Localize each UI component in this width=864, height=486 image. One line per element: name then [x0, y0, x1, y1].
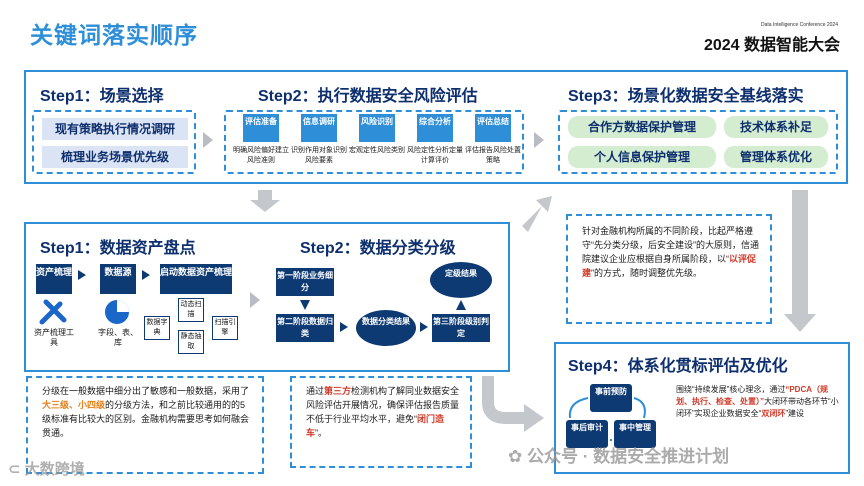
- note-mid: 通过第三方检测机构了解同业数据安全风险评估开展情况，确保评估报告质量不低于行业平…: [290, 376, 472, 468]
- phase-block: 综合分析 风险定性分析定量计算评价: [406, 114, 464, 170]
- arrow-right-icon: [250, 292, 260, 308]
- watermark-logo-icon: ⊂: [8, 461, 21, 478]
- middle-panel: [24, 222, 510, 372]
- top-step3-item: 管理体系优化: [724, 146, 828, 168]
- phase-block: 评估总结 评估报告风险处置策略: [464, 114, 522, 170]
- dynamic-scan-box: 动态扫描: [178, 298, 204, 322]
- note-mid-text: 通过第三方检测机构了解同业数据安全风险评估开展情况，确保评估报告质量不低于行业平…: [306, 384, 462, 440]
- arrow-right-icon: [420, 322, 428, 332]
- top-step3-item: 技术体系补足: [724, 116, 828, 138]
- right-note: 针对金融机构所属的不同阶段，比起严格遵守“先分类分级，后安全建设”的大原则，信通…: [566, 214, 772, 324]
- cycle-pre-box: 事前预防: [590, 384, 632, 412]
- step4-highlight-2: 双闭环: [761, 409, 786, 418]
- phase-title: 评估总结: [475, 114, 511, 142]
- arrow-right-icon: [142, 270, 150, 280]
- arrow-right-icon: [78, 270, 86, 280]
- phase-title: 评估准备: [243, 114, 279, 142]
- top-step3-box: [558, 110, 838, 174]
- mid-step1-title: Step1：数据资产盘点: [40, 240, 196, 257]
- down-arrow-icon: [300, 300, 310, 310]
- arrow-right-icon: [340, 322, 348, 332]
- page-title: 关键词落实顺序: [30, 22, 198, 48]
- asset-sort-box: 资产梳理: [36, 264, 72, 294]
- right-note-highlight: 以评促建: [582, 254, 757, 278]
- step4-text-c: ”建设: [785, 409, 804, 418]
- cycle-arrows-icon: [568, 397, 646, 441]
- step4-highlight-1: “PDCA（规划、执行、检查、处置）”: [676, 385, 828, 406]
- curved-arrow-icon: [482, 376, 544, 432]
- note-left-a: 分级在一般数据中细分出了敏感和一般数据，采用了: [42, 386, 250, 396]
- note-mid-a: 通过: [306, 386, 325, 396]
- note-mid-highlight-1: 第三方: [324, 386, 352, 396]
- tools-icon: [39, 299, 67, 325]
- arrow-right-icon: [534, 132, 544, 148]
- step4-text: 围绕“持续发展”核心理念，通过“PDCA（规划、执行、检查、处置）”大闭环带动各…: [672, 384, 842, 420]
- watermark-right-text: 公众号 · 数据安全推进计划: [526, 447, 730, 466]
- note-left-text: 分级在一般数据中细分出了敏感和一般数据，采用了大三级、小四级的分级方法，和之前比…: [42, 384, 254, 440]
- start-asset-sort-box: 启动数据资产梳理: [160, 264, 232, 294]
- phase-desc: 识别作用对象识别风险要素: [291, 147, 347, 164]
- top-step3-item: 个人信息保护管理: [568, 146, 716, 168]
- top-step1-title: Step1：场景选择: [40, 88, 164, 105]
- phase-block: 评估准备 明确风险偏好建立风险准则: [232, 114, 290, 170]
- conference-title: 2024 数据智能大会: [703, 37, 840, 54]
- note-mid-highlight-2: 闭门造车: [306, 414, 445, 438]
- arrow-right-icon: [203, 132, 213, 148]
- note-left-b: 的分级方法，和之前比较通用的的5级标准有比较大的区别。金融机构需要思考如何融会贯…: [42, 400, 250, 438]
- right-down-arrow-icon: [784, 314, 816, 332]
- right-note-text: 针对金融机构所属的不同阶段，比起严格遵守“先分类分级，后安全建设”的大原则，信通…: [582, 224, 760, 280]
- phase-block: 信息调研 识别作用对象识别风险要素: [290, 114, 348, 170]
- top-step3-item: 合作方数据保护管理: [568, 116, 716, 138]
- phase-desc: 明确风险偏好建立风险准则: [233, 147, 289, 164]
- scan-engine-box: 扫描引擎: [212, 316, 238, 340]
- phase3-box: 第三阶段级别判定: [432, 314, 490, 342]
- note-left: 分级在一般数据中细分出了敏感和一般数据，采用了大三级、小四级的分级方法，和之前比…: [26, 376, 264, 474]
- top-step1-item: 现有策略执行情况调研: [42, 118, 188, 140]
- diagonal-arrow-icon: [522, 196, 552, 232]
- mid-step2-title: Step2：数据分类分级: [300, 240, 456, 257]
- step4-text-a: 围绕“持续发展”核心理念，通过: [676, 385, 786, 394]
- phase-desc: 宏观定性风险类别: [349, 147, 405, 154]
- watermark-right: ✿ 公众号 · 数据安全推进计划: [508, 442, 729, 467]
- top-step2-title: Step2：执行数据安全风险评估: [258, 88, 478, 105]
- note-mid-b: 检测机构了解同业数据安全风险评估开展情况，确保评估报告质量不低于行业平均水平，避…: [306, 386, 460, 424]
- top-step1-item: 梳理业务场景优先级: [42, 146, 188, 168]
- step4-title: Step4：体系化贯标评估及优化: [568, 358, 788, 375]
- right-note-text-a: 针对金融机构所属的不同阶段，比起严格遵守“先分类分级，后安全建设”的大原则，信通…: [582, 226, 759, 264]
- top-step2-box: [224, 110, 524, 174]
- phase2-box: 第二阶段数据归类: [276, 314, 334, 342]
- top-step3-title: Step3：场景化数据安全基线落实: [568, 88, 804, 105]
- phase-desc: 风险定性分析定量计算评价: [407, 147, 463, 164]
- phase-title: 综合分析: [417, 114, 453, 142]
- note-mid-c: ”。: [315, 428, 328, 438]
- static-extract-box: 静态抽取: [178, 330, 204, 354]
- watermark-left: ⊂ 大数跨境: [8, 458, 85, 479]
- pie-icon: [105, 300, 129, 324]
- fields-label: 字段、表、库: [98, 328, 138, 347]
- tools-label: 资产梳理工具: [34, 328, 74, 347]
- right-note-text-b: ”的方式，随时调整优先级。: [591, 268, 703, 278]
- down-arrow-icon: [250, 200, 280, 212]
- phase1-box: 第一阶段业务细分: [276, 268, 334, 296]
- data-dictionary-box: 数据字典: [144, 316, 170, 340]
- phase-desc: 评估报告风险处置策略: [465, 147, 521, 164]
- classification-result: 数据分类结果: [356, 310, 416, 346]
- right-down-arrow-shaft: [792, 190, 808, 316]
- watermark-left-text: 大数跨境: [24, 461, 85, 478]
- phase-title: 风险识别: [359, 114, 395, 142]
- down-arrow-shaft: [258, 190, 272, 202]
- note-left-highlight: 大三级、小四级: [42, 400, 106, 410]
- step4-text-b: 大闭环带动各环节“小闭环”实现企业数据安全“: [676, 397, 839, 418]
- grading-result: 定级结果: [430, 262, 492, 298]
- phase-title: 信息调研: [301, 114, 337, 142]
- wechat-icon: ✿: [508, 447, 523, 466]
- cycle-mid-box: 事中管理: [614, 420, 656, 448]
- data-source-box: 数据源: [100, 264, 136, 294]
- conference-subtitle: Data Intelligence Conference 2024: [761, 22, 838, 28]
- phase-block: 风险识别 宏观定性风险类别: [348, 114, 406, 170]
- cycle-post-box: 事后审计: [566, 420, 608, 448]
- up-arrow-icon: [456, 300, 466, 310]
- top-step1-box: [32, 110, 196, 174]
